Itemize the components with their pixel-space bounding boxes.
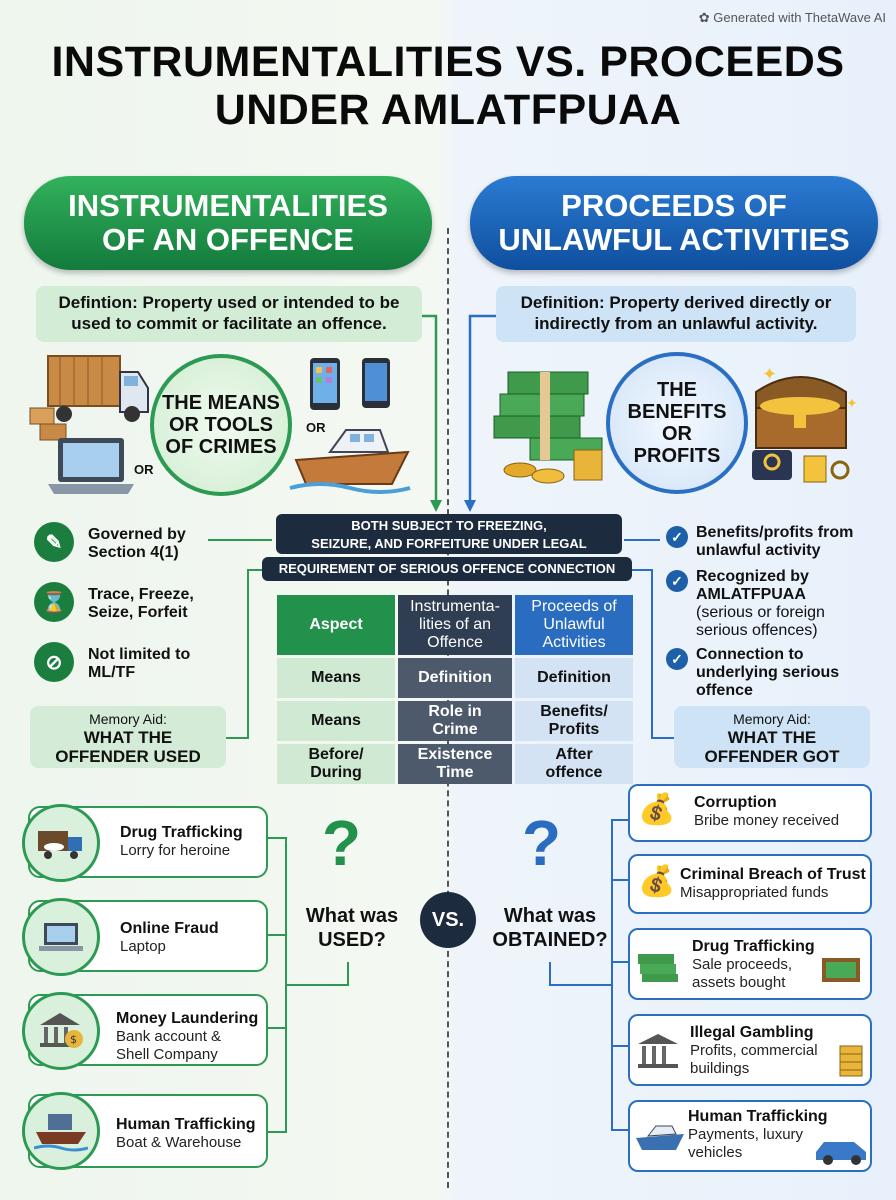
treasure-chest-icon: ✦ ✦ [755, 364, 858, 449]
luxury-car-icon [816, 1142, 866, 1165]
question-mark-icon: ? [522, 807, 562, 879]
question-used: What was USED? [305, 905, 399, 951]
smartphone-icon [310, 358, 390, 410]
laptop-icon [22, 898, 100, 976]
svg-text:$: $ [70, 1033, 77, 1046]
left-memory-connector [226, 569, 262, 739]
table-cell: Before/During [277, 744, 395, 784]
right-arrowhead [464, 500, 476, 512]
table-cell: Definition [515, 658, 633, 698]
cash-icon [638, 954, 678, 982]
instrumentalities-definition: Defintion: Property used or intended to … [36, 286, 422, 342]
watermark: ✿ Generated with ThetaWave AI [698, 10, 886, 25]
checkmark-icon: ✓ [666, 526, 688, 548]
example-online-fraud: Online Fraud Laptop [22, 898, 268, 976]
table-cell: Definition [398, 658, 512, 698]
shared-regime-banner: BOTH SUBJECT TO FREEZING, SEIZURE, AND F… [276, 514, 622, 554]
truck-icon [29, 355, 149, 441]
right-examples-bracket [611, 819, 628, 1131]
coin-stack-icon [839, 1045, 863, 1077]
question-mark-icon: ? [322, 807, 362, 879]
memory-aid-got: Memory Aid: WHAT THE OFFENDER GOT [674, 706, 870, 768]
money-bag-hand-icon: 💰 [638, 865, 676, 898]
jewelry-icon [752, 450, 850, 483]
theta-logo-icon: ✿ [698, 10, 714, 25]
ship-icon [22, 1092, 100, 1170]
cash-stack-icon [493, 371, 603, 461]
benefits-or-profits-circle: THE BENEFITS OR PROFITS [606, 352, 748, 494]
proceeds-definition: Definition: Property derived directly or… [496, 286, 856, 342]
document-icon: ✎ [34, 522, 74, 562]
vs-badge: VS. [420, 892, 476, 948]
example-criminal-breach: 💰 Criminal Breach of Trust Misappropriat… [628, 854, 872, 914]
svg-text:✦: ✦ [846, 396, 858, 412]
right-memory-connector [632, 569, 674, 739]
briefcase-icon [822, 958, 860, 982]
checkmark-icon: ✓ [666, 570, 688, 592]
right-def-connector [468, 314, 496, 500]
svg-text:✦: ✦ [762, 364, 777, 385]
left-arrowhead [430, 500, 442, 512]
checkmark-icon: ✓ [666, 648, 688, 670]
example-corruption: 💰 Corruption Bribe money received [628, 784, 872, 842]
table-cell: Means [277, 658, 395, 698]
table-cell: Benefits/Profits [515, 701, 633, 741]
example-illegal-gambling: Illegal Gambling Profits, commercial bui… [628, 1014, 872, 1086]
prohibited-icon: ⊘ [34, 642, 74, 682]
serious-offence-banner: REQUIREMENT OF SERIOUS OFFENCE CONNECTIO… [262, 557, 632, 581]
table-row: Means Definition Definition [277, 658, 633, 698]
bank-icon: $ [22, 992, 100, 1070]
memory-aid-used: Memory Aid: WHAT THE OFFENDER USED [30, 706, 226, 768]
example-money-laundering: $ Money Laundering Bank account & Shell … [22, 992, 268, 1070]
or-label: OR [134, 462, 154, 477]
page-title: INSTRUMENTALITIES VS. PROCEEDS UNDER AML… [51, 38, 845, 134]
table-cell: Means [277, 701, 395, 741]
example-human-trafficking: Human Trafficking Boat & Warehouse [22, 1092, 268, 1170]
bank-icon [638, 1034, 678, 1068]
table-header-row: Aspect Instrumenta- lities of an Offence… [277, 595, 633, 655]
speedboat-icon [289, 429, 411, 494]
question-obtained: What was OBTAINED? [492, 905, 608, 951]
example-human-trafficking-proceeds: Human Trafficking Payments, luxury vehic… [628, 1100, 872, 1172]
truck-icon [22, 804, 100, 882]
left-def-connector [422, 314, 438, 500]
yacht-icon [636, 1125, 684, 1150]
table-header: Aspect [277, 595, 395, 655]
table-header: Instrumenta- lities of an Offence [398, 595, 512, 655]
comparison-table: Aspect Instrumenta- lities of an Offence… [274, 592, 636, 787]
means-or-tools-circle: THE MEANS OR TOOLS OF CRIMES [150, 354, 292, 496]
example-drug-trafficking: Drug Trafficking Lorry for heroine [22, 804, 268, 882]
gold-coins-icon [503, 449, 603, 484]
laptop-icon [48, 438, 134, 494]
table-header: Proceeds of Unlawful Activities [515, 595, 633, 655]
hourglass-icon: ⌛ [34, 582, 74, 622]
or-label: OR [306, 420, 326, 435]
example-drug-proceeds: Drug Trafficking Sale proceeds, assets b… [628, 928, 872, 1000]
money-bag-hand-icon: 💰 [638, 793, 676, 826]
